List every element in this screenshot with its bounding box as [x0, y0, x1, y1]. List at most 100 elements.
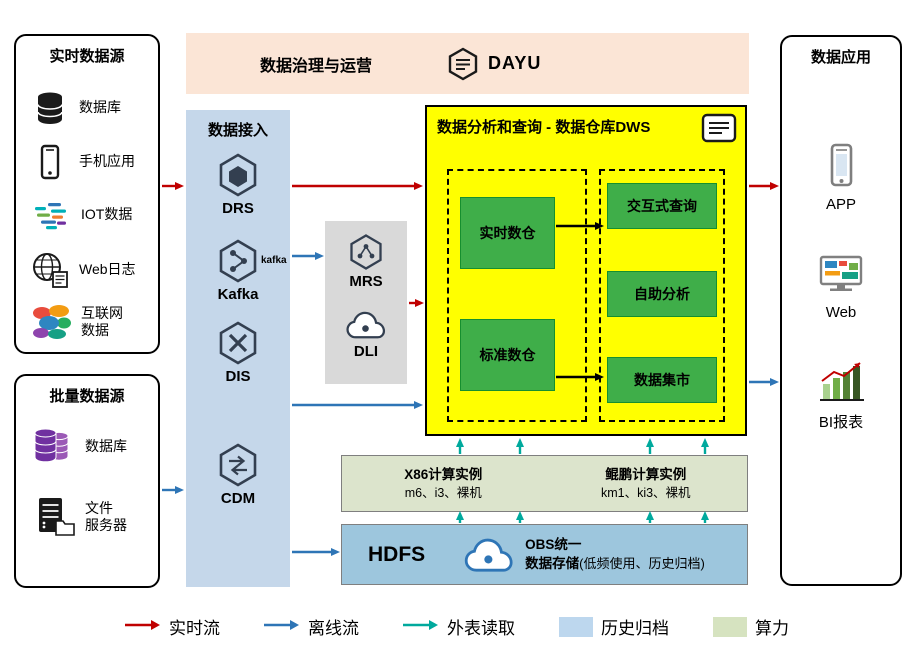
processing-label: DLI	[353, 343, 379, 360]
interactive-query-box: 交互式查询	[607, 183, 717, 229]
phone-icon	[40, 144, 60, 180]
legend-item-offline-flow: 离线流	[264, 614, 359, 639]
file-server-icon	[39, 498, 75, 536]
processing-item-mrs: MRS	[325, 233, 407, 290]
obs-line2: 数据存储	[525, 555, 580, 571]
drs-icon	[219, 153, 257, 197]
ingestion-item-drs: DRS	[186, 152, 290, 217]
source-item-database: 数据库	[16, 88, 158, 128]
source-label: 数据库	[79, 99, 121, 116]
obs-text-block: OBS统一 数据存储(低频使用、历史归档)	[525, 536, 705, 572]
source-item-web-log: Web日志	[16, 250, 158, 290]
cdm-icon	[219, 443, 257, 487]
kunpeng-title: 鲲鹏计算实例	[605, 466, 687, 482]
app-label: BI报表	[818, 414, 864, 431]
app-item-bi: BI报表	[782, 359, 900, 432]
applications-title: 数据应用	[810, 49, 871, 66]
iot-icon	[35, 203, 66, 230]
offline-flow-arrow-icon	[264, 618, 300, 636]
processing-item-dli: DLI	[325, 309, 407, 360]
legend-label: 算力	[755, 619, 789, 638]
kafka-caption: kafka	[261, 255, 287, 266]
processing-box: MRS DLI	[325, 221, 407, 384]
mrs-icon	[350, 234, 382, 270]
dayu-text: DAYU	[488, 53, 542, 73]
obs-line1: OBS统一	[525, 537, 582, 553]
legend-item-external-read: 外表读取	[403, 614, 515, 639]
dws-title: 数据分析和查询 - 数据仓库DWS	[437, 119, 651, 136]
obs-note: (低频使用、历史归档)	[579, 555, 705, 571]
x86-title: X86计算实例	[404, 466, 483, 482]
kafka-icon	[219, 239, 257, 283]
kunpeng-compute-block: 鲲鹏计算实例 km1、ki3、裸机	[545, 465, 748, 503]
source-item-batch-database: 数据库	[16, 424, 158, 470]
legend-item-realtime-flow: 实时流	[125, 614, 220, 639]
history-archive-swatch	[559, 616, 593, 637]
internet-data-icon	[33, 305, 71, 339]
dws-panel: 数据分析和查询 - 数据仓库DWS 实时数仓 标准数仓 交互式查询 自助分析 数…	[425, 105, 747, 436]
web-monitor-icon	[819, 255, 863, 291]
realtime-flow-arrow-icon	[125, 618, 161, 636]
ingestion-item-kafka: kafka Kafka	[186, 238, 290, 303]
app-item-web: Web	[782, 252, 900, 321]
x86-compute-block: X86计算实例 m6、i3、裸机	[342, 465, 545, 503]
ingestion-label: CDM	[220, 490, 256, 507]
warehouse-group	[447, 169, 587, 422]
source-label: 手机应用	[79, 153, 135, 170]
data-mart-box: 数据集市	[607, 357, 717, 403]
source-item-mobile-app: 手机应用	[16, 142, 158, 182]
legend-label: 实时流	[169, 619, 220, 638]
kunpeng-subtitle: km1、ki3、裸机	[600, 486, 691, 501]
source-label: 文件 服务器	[85, 499, 127, 534]
self-service-analysis-box: 自助分析	[607, 271, 717, 317]
ingestion-title: 数据接入	[207, 122, 268, 139]
source-label: IOT数据	[81, 206, 133, 223]
app-label: APP	[825, 196, 856, 213]
hdfs-label: HDFS	[368, 542, 426, 566]
app-phone-icon	[830, 143, 853, 187]
dayu-icon	[448, 47, 478, 80]
dayu-logo: DAYU	[446, 47, 541, 81]
batch-sources-panel: 批量数据源 数据库	[14, 374, 160, 588]
bi-report-icon	[820, 362, 864, 401]
ingestion-label: DIS	[225, 368, 251, 385]
governance-title: 数据治理与运营	[260, 57, 373, 75]
app-item-app: APP	[782, 142, 900, 213]
applications-panel: 数据应用 APP Web	[780, 35, 902, 586]
external-read-arrow-icon	[403, 618, 439, 636]
source-item-internet-data: 互联网 数据	[16, 302, 158, 342]
app-label: Web	[825, 304, 857, 321]
dli-icon	[346, 311, 386, 339]
source-label: 互联网 数据	[81, 304, 123, 339]
source-label: Web日志	[79, 261, 136, 278]
obs-cloud-icon	[464, 538, 513, 572]
legend-label: 外表读取	[447, 619, 515, 638]
legend: 实时流 离线流 外表读取 历史归档 算力	[0, 614, 914, 639]
source-label: 数据库	[85, 438, 127, 455]
compute-bar: X86计算实例 m6、i3、裸机 鲲鹏计算实例 km1、ki3、裸机	[341, 455, 748, 512]
compute-power-swatch	[713, 616, 747, 637]
ingestion-item-dis: DIS	[186, 320, 290, 385]
database-icon	[37, 92, 63, 124]
services-group	[599, 169, 725, 422]
legend-item-compute-power: 算力	[713, 614, 789, 639]
realtime-sources-panel: 实时数据源 数据库 手机应用	[14, 34, 160, 354]
web-log-icon	[33, 253, 68, 288]
realtime-sources-title: 实时数据源	[49, 48, 125, 65]
ingestion-label: Kafka	[217, 286, 259, 303]
ingestion-item-cdm: CDM	[186, 442, 290, 507]
x86-subtitle: m6、i3、裸机	[404, 486, 482, 501]
source-item-file-server: 文件 服务器	[16, 494, 158, 540]
dis-icon	[219, 321, 257, 365]
ingestion-label: DRS	[222, 200, 254, 217]
storage-bar: HDFS OBS统一 数据存储(低频使用、历史归档)	[341, 524, 748, 585]
legend-label: 历史归档	[601, 619, 669, 638]
ingestion-column: 数据接入 DRS kafka Kafka DIS	[186, 110, 290, 587]
legend-item-history-archive: 历史归档	[559, 614, 669, 639]
source-item-iot: IOT数据	[16, 196, 158, 234]
legend-label: 离线流	[308, 619, 359, 638]
governance-bar: 数据治理与运营 DAYU	[186, 33, 749, 94]
realtime-warehouse-box: 实时数仓	[460, 197, 555, 269]
document-icon	[701, 113, 737, 143]
